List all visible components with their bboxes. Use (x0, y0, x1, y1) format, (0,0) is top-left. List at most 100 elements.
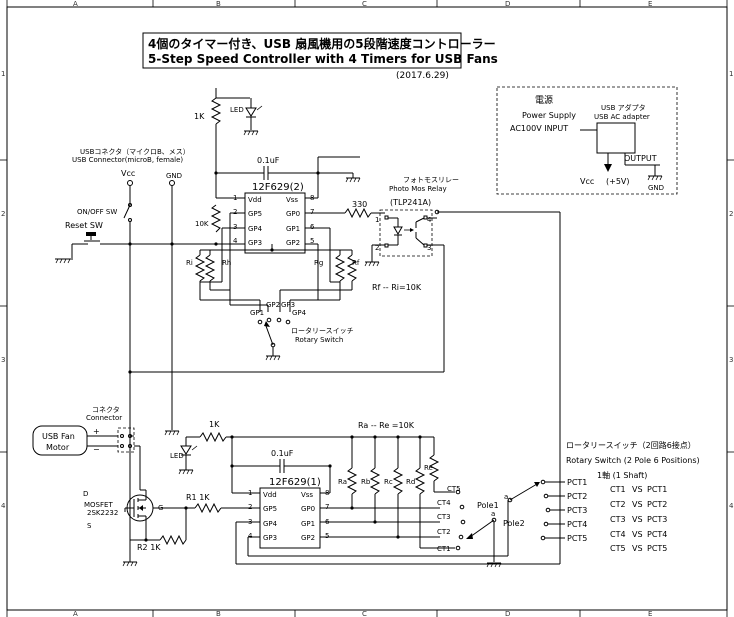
relay-pin-1: 1 (375, 216, 379, 224)
col-b-bottom: B (216, 610, 221, 617)
upper-pin-num: 4 (233, 237, 238, 245)
rot-title-jp: ロータリースイッチ（2回路6接点） (566, 440, 696, 450)
res-rf-label: Rf (352, 259, 360, 267)
fan-minus: − (93, 445, 100, 454)
photomos-en: Photo Mos Relay (389, 185, 447, 193)
power-title: 電源 (535, 95, 553, 106)
row-4-right: 4 (729, 502, 734, 510)
vs-ct: CT5 (610, 544, 626, 553)
pole1-switch (455, 489, 497, 562)
lower-pin-num: 5 (325, 532, 329, 540)
res-ra-label: Ra (338, 478, 347, 486)
mosfet-s: S (87, 522, 92, 530)
title-en: 5-Step Speed Controller with 4 Timers fo… (148, 52, 498, 66)
rot-shaft: 1軸 (1 Shaft) (597, 470, 647, 480)
res-rc-label: Rc (384, 478, 393, 486)
res-rh (204, 254, 216, 282)
ct5-label: CT5 (447, 485, 461, 493)
r2-resistor (159, 534, 187, 546)
vs-ct: CT4 (610, 530, 626, 539)
relay-pin-2: 2 (375, 244, 379, 252)
onoff-switch (123, 204, 131, 219)
mosfet-label: MOSFET (84, 501, 113, 509)
adapter-jp: USB アダプタ (601, 103, 646, 112)
upper-gnd-label: GND (166, 172, 182, 180)
pole1-a: a (491, 510, 495, 518)
vs-sep: VS (632, 544, 643, 553)
lower-ic-pin-gp0: GP0 (301, 505, 315, 513)
adapter-en: USB AC adapter (594, 113, 650, 121)
res-rb-label: Rb (361, 478, 371, 486)
power-voltage: (+5V) (606, 177, 630, 186)
fan-plus: + (93, 427, 100, 436)
res-rc (392, 467, 404, 495)
lower-ic-pin-gp5: GP5 (263, 505, 277, 513)
photomos-jp: フォトモスリレー (403, 176, 459, 184)
pct5-label: PCT5 (567, 534, 587, 543)
pole1-label: Pole1 (477, 501, 499, 510)
row-1-left: 1 (1, 70, 5, 78)
lower-ic-pin-gp4: GP4 (263, 520, 278, 528)
power-output: OUTPUT (624, 154, 657, 163)
res-rd-label: Rd (406, 478, 415, 486)
ct4-label: CT4 (437, 499, 451, 507)
col-a-top: A (73, 0, 78, 8)
pct3-label: PCT3 (567, 506, 587, 515)
r1-resistor (194, 502, 222, 514)
upper-r1k (210, 97, 222, 125)
lower-ic-pin-gp1: GP1 (301, 520, 315, 528)
lower-cap-label: 0.1uF (271, 449, 294, 458)
r2-label: R2 1K (137, 543, 161, 552)
ct1-label: CT1 (437, 545, 451, 553)
mosfet-part: 2SK2232 (87, 509, 118, 517)
upper-r330-label: 330 (352, 200, 367, 209)
upper-circuit: USBコネクタ（マイクロB、メス） USB Connector(microB, … (55, 88, 561, 560)
upper-ic-pin-gp1: GP1 (286, 225, 300, 233)
lower-led-label: LED (170, 452, 184, 460)
row-2-left: 2 (1, 210, 5, 218)
lower-r1k (199, 431, 227, 443)
lower-circuit: コネクタ Connector USB Fan Motor + − D MOSFE… (32, 244, 700, 568)
pole2-switch (507, 479, 551, 541)
upper-ic-pin-gp3: GP3 (248, 239, 262, 247)
res-re (428, 454, 440, 482)
upper-r330 (344, 207, 372, 219)
mosfet-d: D (83, 490, 88, 498)
upper-vcc-label: Vcc (121, 169, 135, 178)
lower-ic-pin-vss: Vss (301, 491, 313, 499)
res-rh-label: Rh (222, 259, 231, 267)
upper-r10k-label: 10K (195, 220, 209, 228)
usb-conn-en: USB Connector(microB, female) (72, 156, 183, 164)
relay-pin-3: 3 (427, 244, 431, 252)
res-rd (414, 467, 426, 495)
ct3-label: CT3 (437, 513, 451, 521)
row-4-left: 4 (1, 502, 6, 510)
upper-cap-label: 0.1uF (257, 156, 280, 165)
lower-led-gnd (178, 469, 194, 475)
pct2-label: PCT2 (567, 492, 587, 501)
row-3-left: 3 (1, 356, 5, 364)
lower-gnd-rail (164, 430, 180, 436)
rot-title-en: Rotary Switch (2 Pole 6 Positions) (566, 456, 700, 465)
vs-pct: PCT5 (647, 544, 667, 553)
adapter-block (596, 122, 636, 154)
col-e-top: E (648, 0, 652, 8)
res-ra (346, 467, 358, 495)
row-1-right: 1 (729, 70, 733, 78)
upper-ic (244, 192, 306, 254)
lower-ic-pin-gp2: GP2 (301, 534, 315, 542)
onoff-label: ON/OFF SW (77, 208, 117, 216)
rot-gp1: GP1 (250, 309, 264, 317)
usb-conn-jp: USBコネクタ（マイクロB、メス） (80, 147, 190, 156)
title-jp: 4個のタイマー付き、USB 扇風機用の5段階速度コントローラー (148, 36, 496, 51)
col-e-bottom: E (648, 610, 652, 617)
upper-led (245, 98, 263, 130)
vs-table: CT1 VS PCT1 CT2 VS PCT2 CT3 VS PCT3 CT4 … (610, 485, 667, 553)
lower-ic-pin-gp3: GP3 (263, 534, 277, 542)
title-block: 4個のタイマー付き、USB 扇風機用の5段階速度コントローラー 5-Step S… (142, 32, 498, 81)
upper-pin-num: 3 (233, 223, 237, 231)
mosfet-gnd (122, 561, 138, 567)
upper-r1k-label: 1K (194, 112, 205, 121)
